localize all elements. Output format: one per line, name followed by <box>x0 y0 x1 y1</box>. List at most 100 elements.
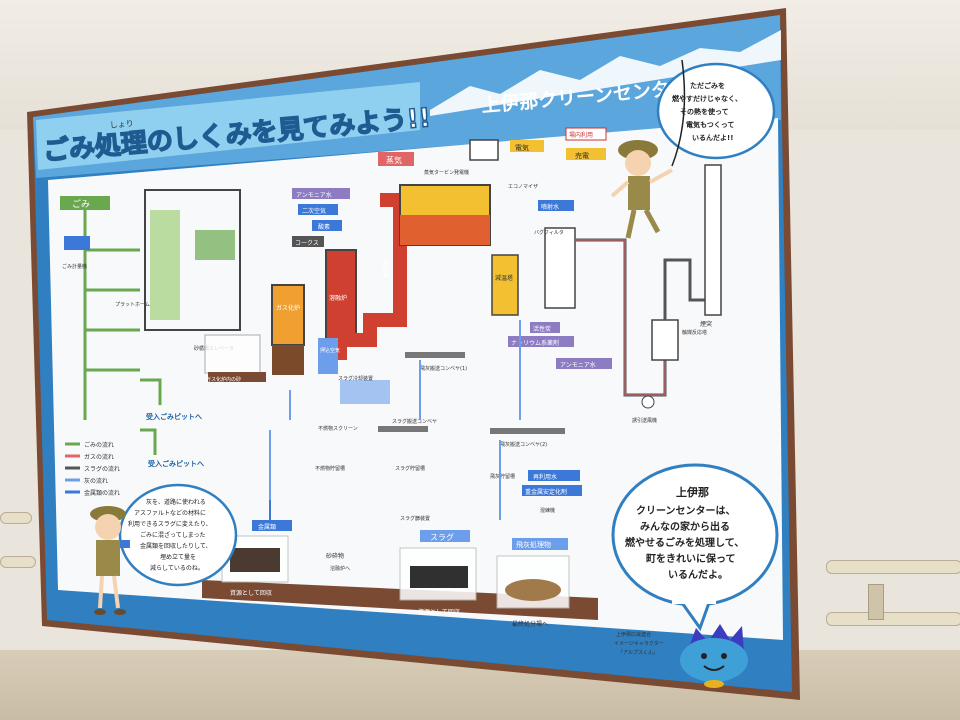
heavy-metal-box <box>522 485 582 496</box>
fly-ash-storage-label: 飛灰貯留槽 <box>490 473 515 480</box>
legend-item: ごみの流れ <box>84 441 114 449</box>
mascot-caption-line: 上伊那広域連合 <box>616 631 651 638</box>
legend: ごみの流れ ガスの流れ スラグの流れ 灰の流れ 金属類の流れ <box>65 441 120 497</box>
sample-shelf-area: 金属類 資源として回収 砂砕物 溶融炉へ スラグ 資源として回収 飛灰処理物 最… <box>202 520 598 628</box>
metal-sample <box>230 548 280 572</box>
ammonia-2-box <box>556 358 612 369</box>
pit-label-1: 受入ごみピットへ <box>146 412 202 421</box>
ammonia-box <box>292 188 350 199</box>
in-plant-box <box>565 127 607 141</box>
gas-sample-label: ガス化炉内の砂 <box>206 376 241 383</box>
fly-ash-conveyor-1 <box>405 352 465 358</box>
oxygen-label: 酸素 <box>318 223 330 231</box>
bubble-right-bottom-title: 上伊那 <box>676 485 709 499</box>
legend-item: 金属類の流れ <box>84 489 120 497</box>
fly-ash-conveyor-2-label: 飛灰搬送コンベヤ(2) <box>500 441 547 448</box>
sell-power-box <box>566 148 606 160</box>
mascot-caption-line: 「アルプスくん」 <box>618 650 658 656</box>
handrail <box>0 512 32 524</box>
push-air-label: 押込空気 <box>320 347 340 354</box>
fly-ash-conveyor-1-label: 飛灰搬送コンベヤ(1) <box>420 365 467 372</box>
legend-item: スラグの流れ <box>84 465 120 473</box>
truck-icon <box>64 236 90 250</box>
bubble-right-bottom-line: 町をきれいに保って <box>646 552 736 565</box>
spray-water-box <box>538 200 574 211</box>
bubble-right-bottom-line: いるんだよ。 <box>668 569 728 581</box>
title-strip <box>36 82 420 170</box>
bubble-right-bottom: 上伊那 クリーンセンターは、 みんなの家から出る 燃やせるごみを処理して、 町を… <box>611 463 779 632</box>
sand-label: 砂砕物 <box>326 552 344 560</box>
alps-kun-mascot <box>680 624 748 688</box>
catalyst-label: 触媒反応塔 <box>682 329 707 336</box>
bubble-right-top-line: ただごみを <box>690 81 725 90</box>
bubble-left-line: 灰を、道路に使われる <box>146 498 206 506</box>
mountain-silhouette <box>430 30 781 116</box>
generator <box>469 139 499 161</box>
fan-icon <box>641 395 655 409</box>
secondary-air-box <box>298 204 338 215</box>
slag-sample <box>410 566 468 588</box>
spray-water-label: 噴射水 <box>541 203 559 211</box>
handrail <box>0 556 36 568</box>
explorer-boy-character <box>610 59 686 239</box>
ash-sample <box>505 579 561 601</box>
gomi-label: ごみ <box>72 198 90 210</box>
coke-label: コークス <box>295 240 319 247</box>
steam-box <box>378 152 414 166</box>
bubble-right-top-line: 電気もつくって <box>686 120 734 129</box>
metal-label-box <box>252 520 292 531</box>
gomi-label-box <box>60 196 110 210</box>
left-flow: ごみ ごみ計量機 プラットホーム 受入ごみピットへ 受入ごみピットへ <box>60 189 241 468</box>
bubble-right-top-line: その熱を使って <box>680 107 729 116</box>
fly-ash-conveyor-2 <box>490 428 565 434</box>
slag-sub: 資源として回収 <box>418 608 460 616</box>
slag-cooling-label: スラグ冷却装置 <box>338 375 373 382</box>
bubble-right-top-line: いるんだよ!! <box>692 134 733 142</box>
explorer-girl-character <box>90 506 130 615</box>
electricity-label: 電気 <box>515 143 529 152</box>
turbine-label: 蒸気タービン発電機 <box>424 169 469 176</box>
cooling-tower-label: 減温塔 <box>495 274 513 282</box>
cooling-tower <box>491 254 519 316</box>
melting-furnace <box>325 249 357 341</box>
coke-box <box>292 236 324 247</box>
oxygen-box <box>312 220 342 231</box>
chimney-label: 煙突 <box>700 320 712 328</box>
bubble-left-line: ごみに混ざってしまった <box>140 531 205 539</box>
bubble-left-line: アスファルトなどの材料に <box>134 509 206 517</box>
slag-conveyor <box>378 426 428 432</box>
ash-sub: 最終処分場へ <box>512 620 548 628</box>
metal-label: 金属類 <box>258 523 276 531</box>
platform-label: プラットホーム <box>115 302 150 308</box>
bubble-left-bottom: 灰を、道路に使われる アスファルトなどの材料に 利用できるスラグに変えたり、 ご… <box>118 483 238 587</box>
handrail-bracket <box>868 584 884 620</box>
bag-filter <box>544 227 576 309</box>
gas-furnace-label: ガス化炉 <box>276 304 300 312</box>
activated-carbon-label: 活性炭 <box>533 325 551 333</box>
slag-storage-label: スラグ貯留槽 <box>395 465 425 472</box>
ammonia-label: アンモニア水 <box>296 191 332 199</box>
economizer-label: エコノマイザ <box>508 184 538 190</box>
sample-case <box>204 334 261 374</box>
recycled-water-label: 再利用水 <box>533 473 557 481</box>
metal-sub: 資源として回収 <box>230 589 272 597</box>
bubble-left-line: 埋め立て量を <box>160 553 196 561</box>
bubble-right-bottom-line: 燃やせるごみを処理して、 <box>625 536 744 549</box>
bubble-left-line: 減らしているのね。 <box>150 564 204 572</box>
handrail <box>826 612 960 626</box>
legend-item: 灰の流れ <box>84 477 108 485</box>
combustion-label: 燃焼室 <box>381 260 389 278</box>
incombustible-storage-label: 不燃物貯留槽 <box>315 465 345 472</box>
board-title-ruby: しょり <box>109 119 134 130</box>
recycled-water-box <box>528 470 580 481</box>
in-plant-label: 場内利用 <box>569 131 593 139</box>
bubble-left-line: 金属類を回収したりして、 <box>140 542 212 550</box>
melting-furnace-label: 溶融炉 <box>329 294 347 302</box>
receive-label: ごみ計量機 <box>62 263 87 270</box>
ammonia-2-label: アンモニア水 <box>560 361 596 369</box>
slag-label: スラグ <box>430 532 454 542</box>
slag-cooling <box>340 380 390 404</box>
push-air-box <box>318 338 338 374</box>
sodium-agent-box <box>508 336 574 347</box>
gas-furnace <box>271 284 305 346</box>
